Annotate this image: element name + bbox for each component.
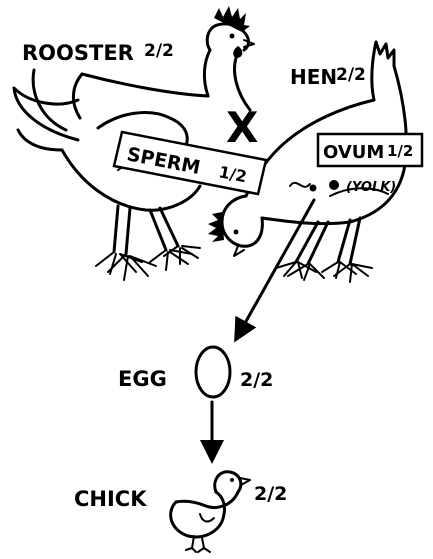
sperm-icon (290, 183, 317, 192)
cross-symbol: X (226, 103, 258, 152)
yolk-label: (YOLK) (346, 180, 396, 195)
ovum-fraction: 1/2 (387, 142, 413, 160)
egg-icon (196, 347, 230, 397)
chick-icon (171, 472, 250, 552)
ovum-icon (329, 180, 339, 190)
hen-fraction: 2/2 (336, 65, 366, 85)
ovum-label-box: OVUM 1/2 (318, 134, 422, 166)
egg-fraction: 2/2 (240, 369, 273, 391)
hen-label: HEN (290, 65, 337, 89)
rooster-fraction: 2/2 (144, 41, 174, 61)
rooster-label: ROOSTER (22, 41, 134, 65)
chick-fraction: 2/2 (254, 483, 287, 505)
chick-label: CHICK (74, 487, 147, 511)
egg-label: EGG (118, 367, 167, 391)
ovum-label: OVUM (323, 142, 384, 163)
